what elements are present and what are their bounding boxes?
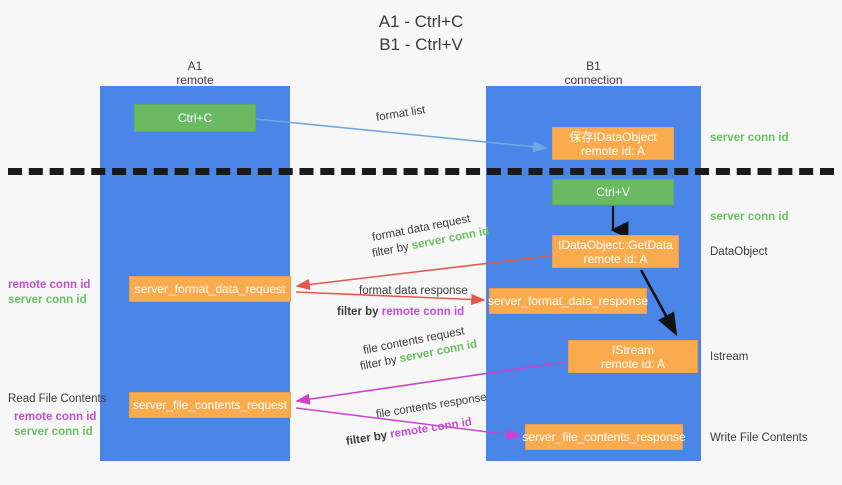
left-conn-id-legend-2: remote conn id server conn id xyxy=(14,410,96,440)
node-ctrl-v-label: Ctrl+V xyxy=(596,185,630,199)
right-label-write-file-contents: Write File Contents xyxy=(710,431,808,446)
node-getdata-remote-id: remote id: A xyxy=(583,251,648,266)
title-line-2: B1 - Ctrl+V xyxy=(379,35,463,54)
node-save-idataobject-label: 保存IDataObject xyxy=(569,129,657,144)
node-save-idataobject[interactable]: 保存IDataObject remote id: A xyxy=(552,127,674,160)
phase-divider xyxy=(8,168,834,175)
node-server-file-contents-request[interactable]: server_file_contents_request xyxy=(129,392,291,418)
lane-a1-role: remote xyxy=(176,73,214,87)
filter-key-remote-conn-id: remote conn id xyxy=(389,416,473,441)
node-istream[interactable]: IStream remote id: A xyxy=(568,340,698,373)
lane-header-a1: A1 remote xyxy=(100,59,290,87)
edge-label-format-data-response-text: format data response xyxy=(359,285,468,297)
node-getdata-label: IDataObject::GetData xyxy=(558,237,673,252)
node-idataobject-getdata[interactable]: IDataObject::GetData remote id: A xyxy=(552,235,679,268)
right-server-conn-id-1: server conn id xyxy=(710,131,789,146)
node-server-file-contents-response[interactable]: server_file_contents_response xyxy=(522,424,686,450)
right-label-istream: Istream xyxy=(710,350,748,365)
node-server-format-data-response[interactable]: server_format_data_response xyxy=(487,288,649,314)
right-write-file-contents-text: Write File Contents xyxy=(710,432,808,444)
node-server-format-data-request[interactable]: server_format_data_request xyxy=(129,276,291,302)
node-save-idataobject-remote-id: remote id: A xyxy=(580,143,646,158)
node-ctrl-c-label: Ctrl+C xyxy=(177,111,213,125)
node-server-format-data-request-label: server_format_data_request xyxy=(134,282,286,296)
page-title: A1 - Ctrl+C B1 - Ctrl+V xyxy=(0,10,842,56)
node-istream-remote-id: remote id: A xyxy=(600,356,666,371)
left-remote-conn-id-2: remote conn id xyxy=(14,411,97,423)
right-server-conn-id-2-text: server conn id xyxy=(710,211,789,223)
node-server-file-contents-response-label: server_file_contents_response xyxy=(522,430,686,444)
filter-key-remote-conn-id: remote conn id xyxy=(381,306,465,318)
right-server-conn-id-2: server conn id xyxy=(710,210,789,225)
node-server-file-contents-request-label: server_file_contents_request xyxy=(132,398,288,412)
left-remote-conn-id-1: remote conn id xyxy=(8,279,91,291)
lane-b1-name: B1 xyxy=(586,59,601,73)
lane-a1-name: A1 xyxy=(187,59,203,73)
right-dataobject-text: DataObject xyxy=(710,246,768,258)
node-istream-label: IStream xyxy=(611,342,654,357)
left-read-file-contents-text: Read File Contents xyxy=(8,393,107,405)
lane-b1-role: connection xyxy=(564,73,623,87)
left-conn-id-legend-1: remote conn id server conn id xyxy=(8,278,90,308)
left-label-read-file-contents: Read File Contents xyxy=(8,392,106,407)
right-label-dataobject: DataObject xyxy=(710,245,768,260)
right-server-conn-id-1-text: server conn id xyxy=(710,132,789,144)
right-istream-text: Istream xyxy=(710,351,749,363)
edge-label-format-data-response: format data response xyxy=(359,284,468,299)
lane-header-b1: B1 connection xyxy=(486,59,701,87)
node-server-format-data-response-label: server_format_data_response xyxy=(487,294,649,308)
edge-label-format-list: format list xyxy=(375,103,427,126)
filter-prefix: filter by xyxy=(337,306,382,318)
filter-prefix: filter by xyxy=(345,428,392,448)
edge-label-file-contents-response-filter: filter by remote conn id xyxy=(345,415,473,450)
left-server-conn-id-1: server conn id xyxy=(8,294,87,306)
edge-label-format-data-response-filter: filter by remote conn id xyxy=(337,305,464,320)
node-ctrl-v[interactable]: Ctrl+V xyxy=(552,179,674,205)
edge-label-format-list-text: format list xyxy=(375,104,427,124)
title-line-1: A1 - Ctrl+C xyxy=(378,12,464,31)
node-ctrl-c[interactable]: Ctrl+C xyxy=(134,104,256,132)
left-server-conn-id-2: server conn id xyxy=(14,426,93,438)
